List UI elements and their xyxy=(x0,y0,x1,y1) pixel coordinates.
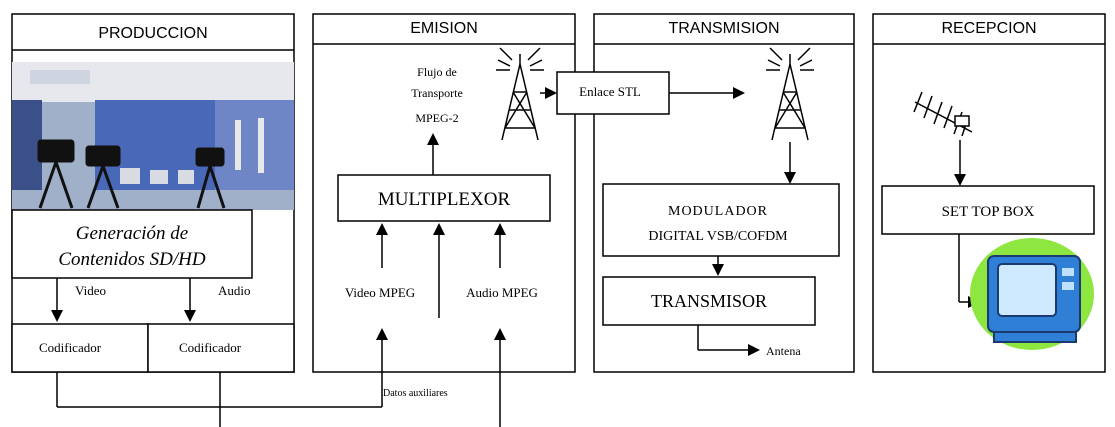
modulator-box xyxy=(602,183,840,257)
video-mpeg-label: Video MPEG xyxy=(345,285,415,300)
panel-recepcion: RECEPCION SET TOP BOX xyxy=(872,13,1106,373)
auxiliary-data-connections: Datos auxiliares xyxy=(56,372,501,427)
encoder-box-audio xyxy=(147,323,295,373)
panel-transmision: TRANSMISION Enlace STL MODULADOR DIGITAL… xyxy=(540,13,855,373)
panel-produccion: PRODUCCION xyxy=(11,13,295,373)
tv-antenna-icon xyxy=(913,91,973,137)
transmitter-tower-icon xyxy=(496,47,544,141)
panel-title-produccion: PRODUCCION xyxy=(98,25,207,42)
panel-title-recepcion: RECEPCION xyxy=(941,20,1036,37)
modulator-label-line1: MODULADOR xyxy=(668,204,768,219)
encoder-label-audio: Codificador xyxy=(179,340,242,355)
set-top-box-label: SET TOP BOX xyxy=(942,204,1035,220)
transport-stream-line2: Transporte xyxy=(411,86,463,100)
generation-text-line1: Generación de xyxy=(76,223,188,244)
modulator-label-line2: DIGITAL VSB/COFDM xyxy=(648,229,788,244)
audio-label: Audio xyxy=(218,283,251,298)
panel-title-emision: EMISION xyxy=(410,20,478,37)
transmitter-label: TRANSMISOR xyxy=(651,291,767,311)
multiplexer-box xyxy=(337,174,551,222)
transport-stream-line3: MPEG-2 xyxy=(415,111,458,125)
transmission-tower-icon xyxy=(766,47,814,141)
auxiliary-data-label: Datos auxiliares xyxy=(383,388,448,399)
stl-link-label: Enlace STL xyxy=(579,84,641,99)
panel-emision: EMISION Flujo de Transporte MPEG-2 MULTI… xyxy=(312,13,576,373)
content-generation-box xyxy=(11,209,253,279)
audio-mpeg-label: Audio MPEG xyxy=(466,285,538,300)
transport-stream-line1: Flujo de xyxy=(417,65,457,79)
set-top-box xyxy=(881,185,1095,235)
encoder-label-video: Codificador xyxy=(39,340,102,355)
television-icon xyxy=(970,238,1094,350)
antenna-label: Antena xyxy=(766,344,801,358)
studio-photo xyxy=(12,62,294,210)
multiplexer-label: MULTIPLEXOR xyxy=(378,189,511,210)
encoder-box-video xyxy=(11,323,149,373)
panel-title-transmision: TRANSMISION xyxy=(668,20,779,37)
video-label: Video xyxy=(75,283,106,298)
stl-link-box xyxy=(556,71,670,115)
generation-text-line2: Contenidos SD/HD xyxy=(58,249,206,270)
transmitter-box xyxy=(602,276,816,326)
